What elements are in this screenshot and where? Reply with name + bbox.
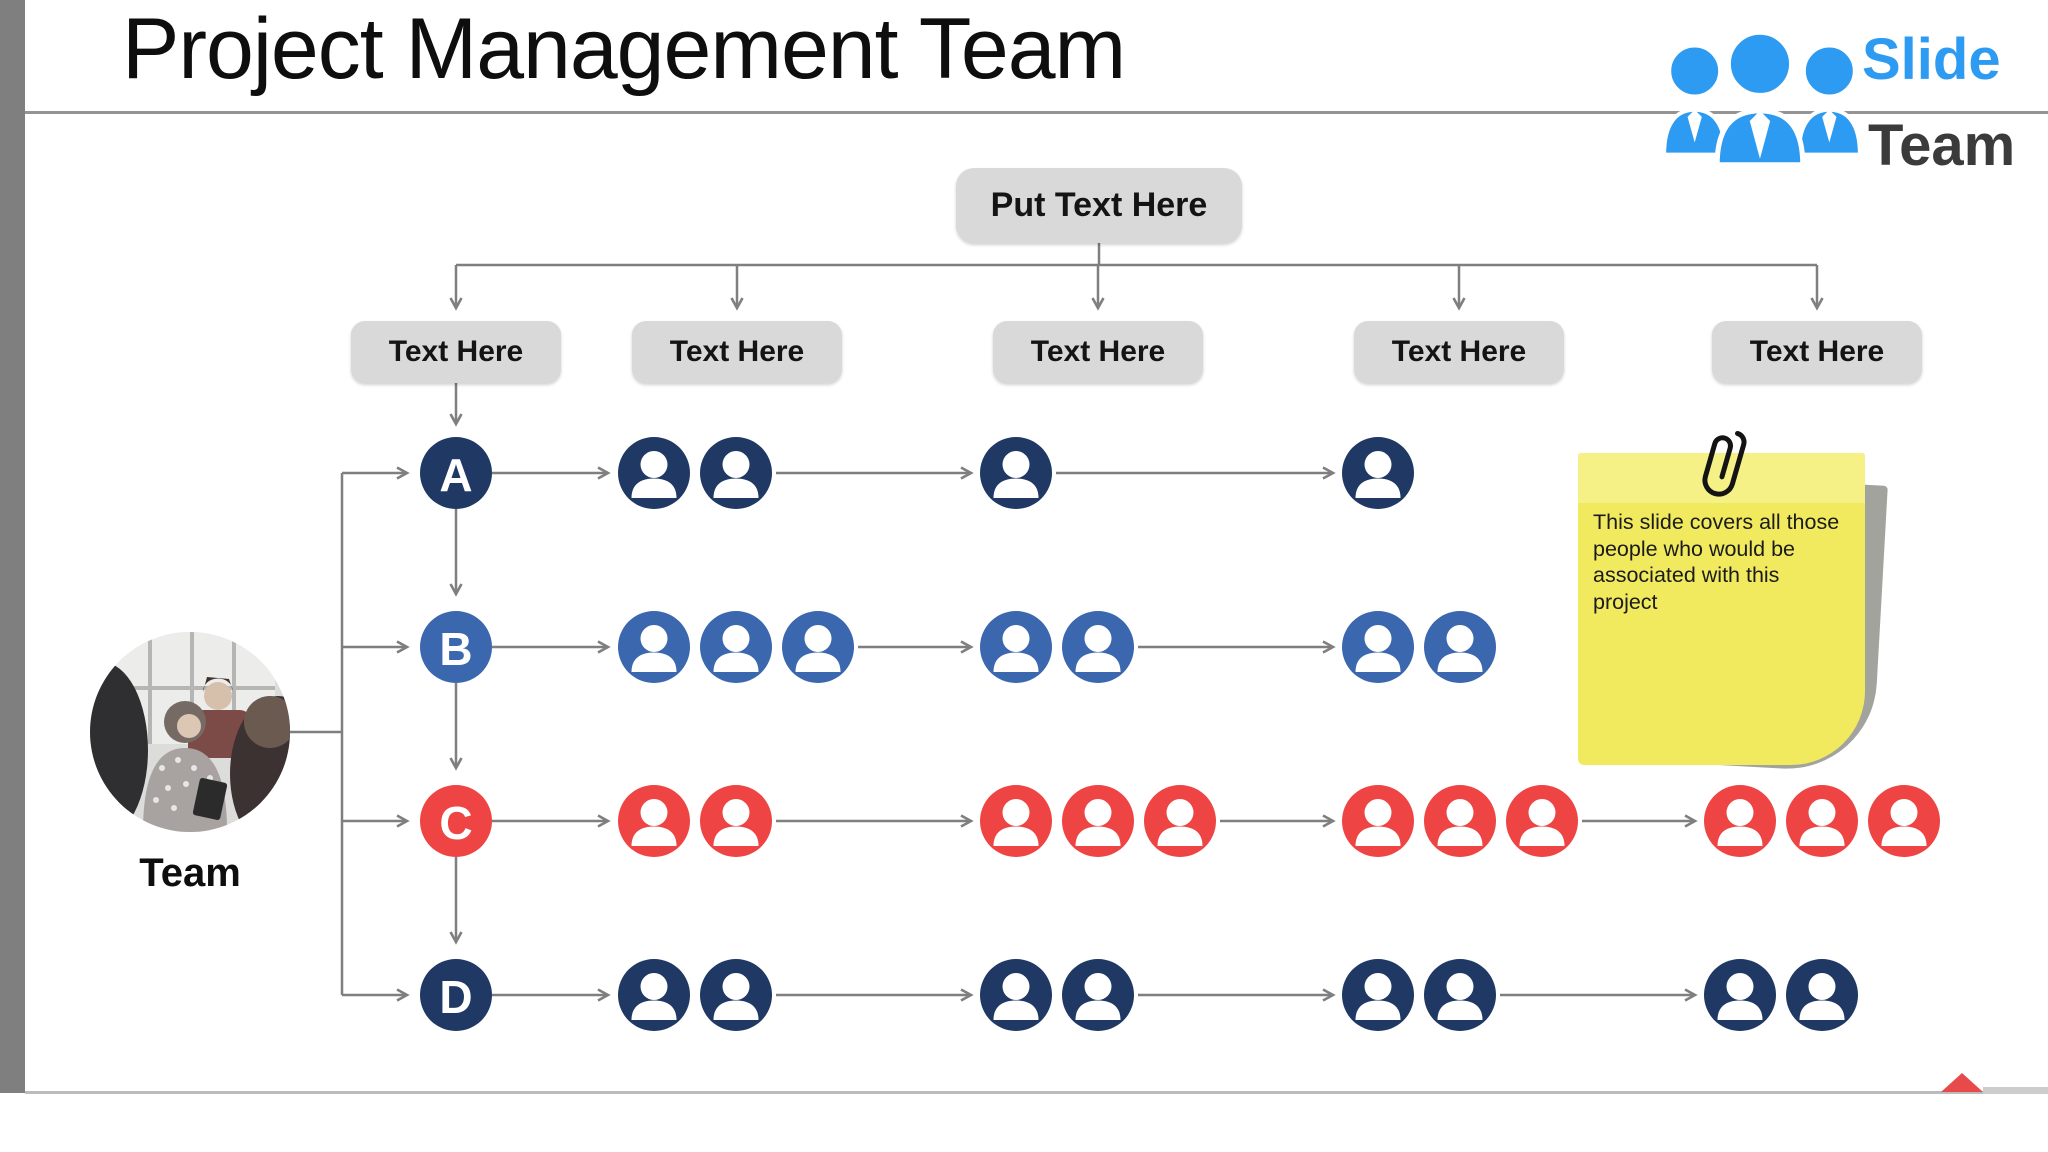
- column-label-3[interactable]: Text Here: [993, 321, 1203, 383]
- corner-triangle-icon: [1941, 1073, 1983, 1092]
- left-edge-bar: [0, 0, 25, 1093]
- svg-text:A: A: [439, 449, 472, 501]
- team-people-icon: [1662, 29, 1862, 168]
- row-D-badge: D: [420, 959, 492, 1031]
- person-icon: [1342, 785, 1414, 857]
- person-icon: [980, 959, 1052, 1031]
- title-divider: [25, 111, 2048, 114]
- sticky-note[interactable]: This slide covers all those people who w…: [1578, 453, 1865, 765]
- root-label-box[interactable]: Put Text Here: [956, 168, 1242, 243]
- person-icon: [1424, 785, 1496, 857]
- paperclip-icon: [1702, 430, 1747, 497]
- person-icon: [1144, 785, 1216, 857]
- person-icon: [618, 959, 690, 1031]
- person-icon: [1704, 785, 1776, 857]
- person-icon: [1062, 785, 1134, 857]
- person-icon: [1506, 785, 1578, 857]
- person-icon: [1342, 959, 1414, 1031]
- svg-text:D: D: [439, 971, 472, 1023]
- bottom-accent-bar: [1983, 1087, 2048, 1094]
- person-icon: [700, 611, 772, 683]
- note-text: This slide covers all those people who w…: [1593, 510, 1840, 614]
- bottom-divider: [25, 1091, 1983, 1094]
- person-icon: [1062, 959, 1134, 1031]
- column-label-5[interactable]: Text Here: [1712, 321, 1922, 383]
- person-icon: [1342, 611, 1414, 683]
- person-icon: [700, 959, 772, 1031]
- svg-text:C: C: [439, 797, 472, 849]
- person-icon: [618, 437, 690, 509]
- row-A-badge: A: [420, 437, 492, 509]
- person-icon: [700, 437, 772, 509]
- person-icon: [1786, 959, 1858, 1031]
- person-icon: [1786, 785, 1858, 857]
- row-C-badge: C: [420, 785, 492, 857]
- person-icon: [618, 611, 690, 683]
- svg-text:B: B: [439, 623, 472, 675]
- person-icon: [782, 611, 854, 683]
- person-icon: [1424, 611, 1496, 683]
- person-icon: [980, 437, 1052, 509]
- team-photo: [90, 632, 290, 832]
- column-label-2[interactable]: Text Here: [632, 321, 842, 383]
- page-title: Project Management Team: [122, 1, 1126, 97]
- column-label-1[interactable]: Text Here: [351, 321, 561, 383]
- team-photo-label: Team: [139, 851, 241, 895]
- person-icon: [1342, 437, 1414, 509]
- logo-text-slide: Slide: [1862, 27, 2001, 92]
- person-icon: [1704, 959, 1776, 1031]
- person-icon: [1424, 959, 1496, 1031]
- person-icon: [980, 785, 1052, 857]
- row-B-badge: B: [420, 611, 492, 683]
- logo-text-team: Team: [1868, 113, 2016, 178]
- person-icon: [980, 611, 1052, 683]
- column-label-4[interactable]: Text Here: [1354, 321, 1564, 383]
- person-icon: [1868, 785, 1940, 857]
- person-icon: [700, 785, 772, 857]
- person-icon: [618, 785, 690, 857]
- person-icon: [1062, 611, 1134, 683]
